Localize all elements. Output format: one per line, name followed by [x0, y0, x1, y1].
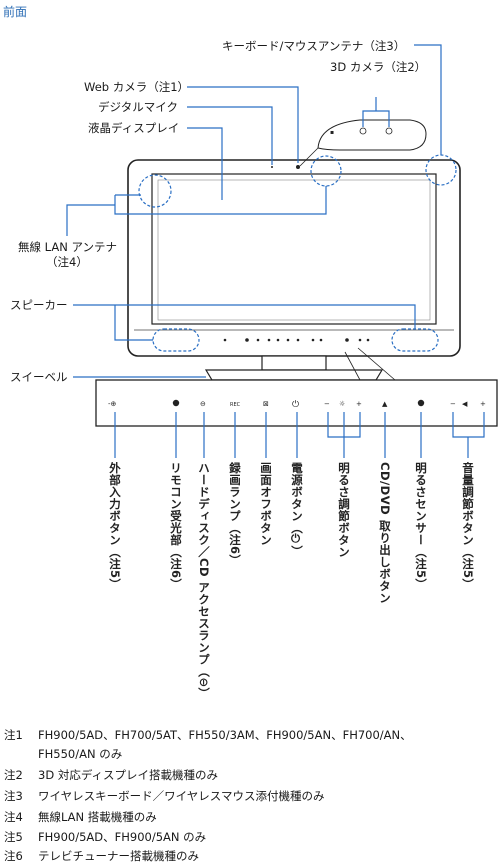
camera-zoom-callout [317, 119, 427, 151]
vlabel-external-input: 外部入力ボタン（注5） [108, 462, 122, 591]
speaker-left [152, 328, 200, 352]
label-lcd: 液晶ディスプレイ [88, 121, 180, 135]
label-3d-camera: 3D カメラ（注2） [330, 60, 427, 74]
svg-text:◀: ◀ [462, 400, 468, 408]
stand-neck [261, 355, 327, 371]
vlabel-volume: 音量調節ボタン（注5） [461, 462, 475, 591]
svg-text:-⊕: -⊕ [108, 400, 116, 408]
label-speaker: スピーカー [10, 298, 68, 312]
svg-text:−: − [450, 400, 456, 408]
vlabel-cd-dvd-eject: CD/DVD 取り出しボタン [378, 462, 392, 604]
svg-text:+: + [356, 400, 362, 408]
leader-speaker [73, 304, 416, 329]
panel-glyphs: -⊕ ⊖ REC ⊠ ⏻ − ☼ + ▲ − ◀ + [108, 399, 486, 410]
label-wireless-lan: 無線 LAN アンテナ [18, 240, 117, 254]
vlabel-brightness: 明るさ調節ボタン [337, 462, 351, 558]
label-swivel: スイーベル [10, 370, 68, 384]
svg-text:▲: ▲ [382, 400, 388, 408]
label-wireless-lan-note: （注4） [46, 255, 88, 269]
wlan-antenna-right [310, 155, 342, 187]
label-keyboard-antenna: キーボード/マウスアンテナ（注3） [222, 39, 406, 53]
vlabel-record-lamp: 録画ランプ（注6） [228, 462, 242, 567]
label-digital-mic: デジタルマイク [98, 100, 179, 114]
svg-text:+: + [480, 400, 486, 408]
svg-text:⊠: ⊠ [263, 400, 269, 408]
vlabel-brightness-sensor: 明るさセンサー（注5） [414, 462, 428, 591]
svg-text:REC: REC [230, 402, 241, 408]
vlabel-remote-receiver: リモコン受光部（注6） [169, 462, 183, 591]
section-heading: 前面 [3, 5, 28, 19]
leader-keyboard-antenna [414, 44, 442, 155]
vlabel-hdd-cd-access-lamp: ハードディスク／CD アクセスランプ（⊖） [197, 462, 211, 700]
footnote-1-cont: FH550/AN のみ [38, 747, 123, 761]
svg-text:⊖: ⊖ [200, 400, 206, 408]
leader-digital-mic [187, 106, 273, 165]
vlabel-screen-off: 画面オフボタン [259, 462, 273, 546]
web-camera-lens [296, 165, 300, 169]
label-web-camera: Web カメラ（注1） [84, 80, 190, 94]
vlabel-power: 電源ボタン（⏻） [290, 462, 304, 558]
bezel-control-dots [223, 338, 370, 342]
monitor-diagram: ▪ -⊕ ⊖ REC ⊠ ⏻ − ☼ + ▲ [66, 44, 498, 458]
panel-leaders [114, 412, 485, 458]
leader-wlan [66, 204, 115, 236]
svg-text:☼: ☼ [339, 400, 345, 408]
leader-web-camera [187, 86, 299, 163]
wlan-antenna-left [138, 174, 172, 208]
svg-text:⏻: ⏻ [292, 399, 299, 410]
svg-text:−: − [324, 400, 330, 408]
lcd-screen [151, 173, 437, 325]
leader-lcd [187, 127, 223, 200]
svg-text:▪: ▪ [330, 129, 334, 136]
